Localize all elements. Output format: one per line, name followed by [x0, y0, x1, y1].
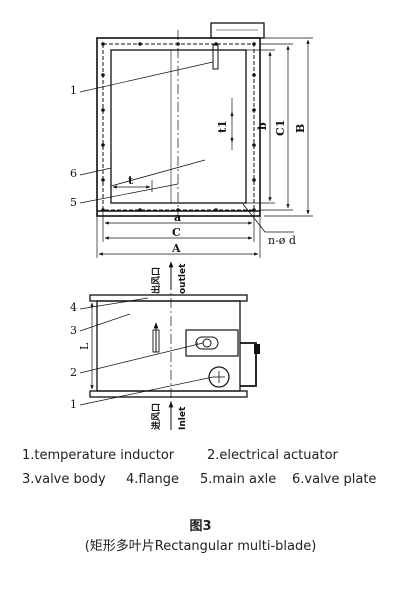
inlet-label-cn: 进风口	[150, 403, 162, 430]
legend-item-valve-body: 3.valve body	[22, 472, 106, 487]
dim-label-B: B	[294, 124, 307, 133]
legend-item-main-axle: 5.main axle	[200, 472, 277, 487]
dim-label-C1: C1	[274, 120, 287, 136]
callout-leader-2	[79, 342, 204, 374]
dim-label-C: C	[172, 226, 181, 239]
legend-item-electrical-actuator: 2.electrical actuator	[207, 448, 338, 463]
front-actuator-box	[210, 22, 265, 39]
callout-1-side: 1	[70, 398, 77, 411]
dim-label-holes: n-ø d	[268, 234, 296, 247]
dim-t	[110, 180, 153, 192]
outlet-label-cn: 出风口	[150, 267, 162, 294]
dim-b	[246, 49, 275, 204]
dim-label-t1: t1	[216, 120, 229, 133]
figure-number: 图3	[189, 519, 212, 534]
side-bottom-flange	[89, 390, 248, 398]
side-sensor-circle	[208, 366, 230, 388]
callout-2: 2	[70, 366, 77, 379]
callout-1-front: 1	[70, 84, 77, 97]
inlet-label-en: Inlet	[178, 406, 188, 430]
outlet-label-en: outlet	[178, 263, 188, 294]
holes-leader	[242, 203, 294, 233]
front-flange-inner	[102, 43, 255, 211]
callout-leader-1-front	[79, 61, 214, 93]
front-view	[79, 22, 313, 258]
side-actuator-box	[185, 329, 239, 357]
front-flange-outline	[96, 37, 261, 217]
legend-item-flange: 4.flange	[126, 472, 180, 487]
dim-C	[102, 212, 255, 242]
dim-label-A: A	[171, 242, 181, 255]
callout-leader-6	[79, 167, 112, 176]
side-valve-body	[96, 300, 241, 392]
side-view	[79, 261, 260, 430]
dim-label-L: L	[78, 342, 91, 350]
dim-A	[96, 216, 261, 258]
callout-leader-3	[79, 313, 131, 332]
dim-label-t: t	[128, 174, 134, 187]
callout-leader-1-side	[79, 376, 214, 406]
dim-B	[264, 37, 313, 217]
figure-caption: (矩形多叶片Rectangular multi-blade)	[84, 539, 317, 554]
technical-drawing: 1 6 5 t1 b C1 B t a C A n-ø d	[70, 22, 313, 430]
callout-leader-4	[79, 297, 149, 310]
dim-label-a: a	[174, 211, 181, 224]
side-top-flange	[89, 294, 248, 302]
callout-3: 3	[70, 324, 77, 337]
side-actuator-cable	[240, 342, 257, 387]
callout-5: 5	[70, 196, 77, 209]
bolt-holes	[101, 42, 256, 212]
callout-4: 4	[70, 301, 77, 314]
temperature-inductor-rod	[212, 44, 219, 70]
dim-C1	[260, 43, 293, 211]
front-opening	[110, 49, 247, 204]
legend-item-valve-plate: 6.valve plate	[292, 472, 377, 487]
callout-leader-5	[79, 183, 179, 204]
dim-label-b: b	[256, 122, 269, 130]
legend-item-temperature-inductor: 1.temperature inductor	[22, 448, 175, 463]
callout-6: 6	[70, 167, 77, 180]
valve-plate-line	[110, 159, 206, 187]
